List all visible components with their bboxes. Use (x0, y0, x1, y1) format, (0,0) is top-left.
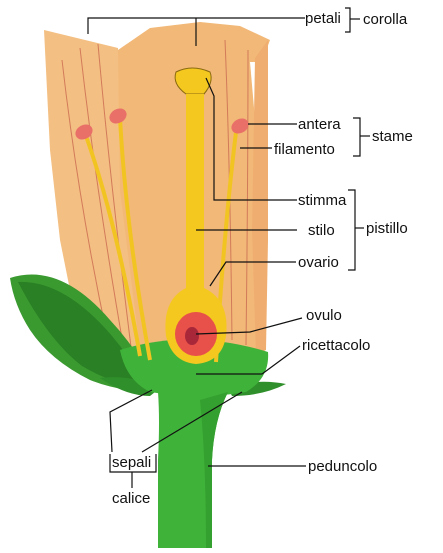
label-stimma: stimma (298, 192, 347, 209)
label-stilo: stilo (308, 222, 335, 239)
label-pistillo: pistillo (366, 220, 408, 237)
label-filamento: filamento (274, 141, 335, 158)
label-corolla: corolla (363, 11, 408, 28)
stem-group (120, 339, 268, 548)
label-ovulo: ovulo (306, 307, 342, 324)
label-stame: stame (372, 128, 413, 145)
label-ricettacolo: ricettacolo (302, 337, 370, 354)
style (186, 94, 204, 290)
label-ovario: ovario (298, 254, 339, 271)
label-calice: calice (112, 490, 150, 507)
label-sepali: sepali (112, 454, 151, 471)
label-antera: antera (298, 116, 341, 133)
ovule (185, 327, 199, 345)
label-peduncolo: peduncolo (308, 458, 377, 475)
label-petali: petali (305, 10, 341, 27)
